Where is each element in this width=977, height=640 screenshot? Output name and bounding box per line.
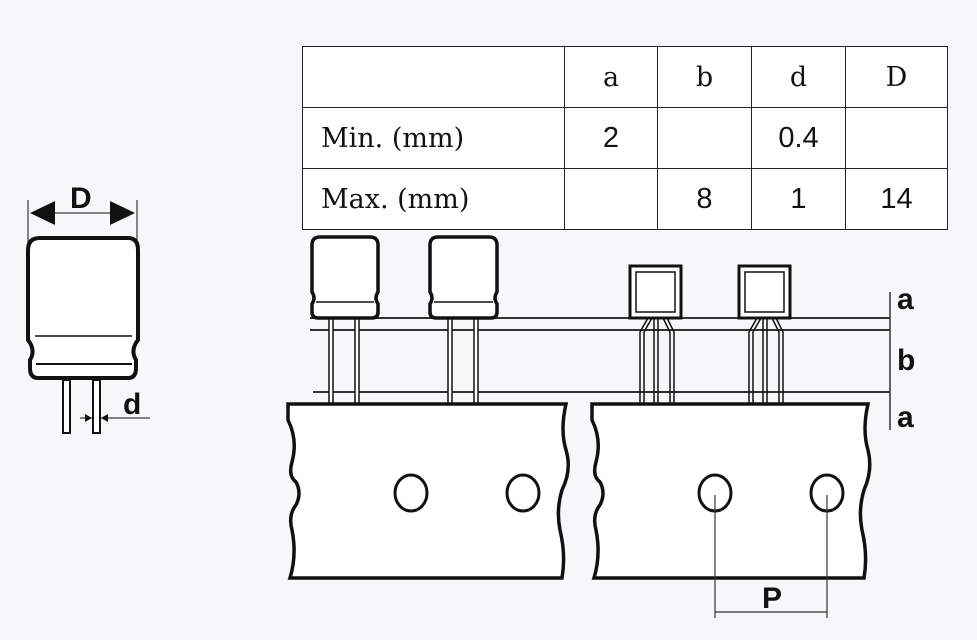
table-row-min: Min. (mm) 2 0.4	[302, 107, 948, 169]
header-empty	[302, 46, 565, 108]
label-b: b	[897, 344, 915, 377]
capacitor-detail	[26, 200, 150, 434]
cell-d: 1	[751, 168, 846, 230]
label-P: P	[762, 582, 782, 615]
label-a-bottom: a	[897, 401, 914, 434]
label-D: D	[70, 182, 92, 215]
label-d: d	[123, 388, 141, 421]
carrier-tapes	[286, 402, 872, 580]
header-a: a	[564, 46, 658, 108]
label-a-top: a	[897, 283, 914, 316]
cell-b	[657, 107, 752, 169]
taped-capacitors	[310, 235, 499, 405]
pitch-dimension	[714, 495, 828, 618]
row-label: Min. (mm)	[302, 107, 565, 169]
cell-D	[845, 107, 948, 169]
reference-lines	[310, 317, 890, 393]
sprocket-holes	[393, 473, 845, 513]
table-row-max: Max. (mm) 8 1 14	[302, 168, 948, 230]
cell-a: 2	[564, 107, 658, 169]
row-label: Max. (mm)	[302, 168, 565, 230]
cell-d: 0.4	[751, 107, 846, 169]
cell-D: 14	[845, 168, 948, 230]
table-header-row: a b d D	[302, 46, 948, 108]
dimension-table: a b d D Min. (mm) 2 0.4 Max. (mm) 8 1 14	[302, 46, 948, 230]
cell-a	[564, 168, 658, 230]
taped-transistors	[628, 264, 792, 404]
cell-b: 8	[657, 168, 752, 230]
